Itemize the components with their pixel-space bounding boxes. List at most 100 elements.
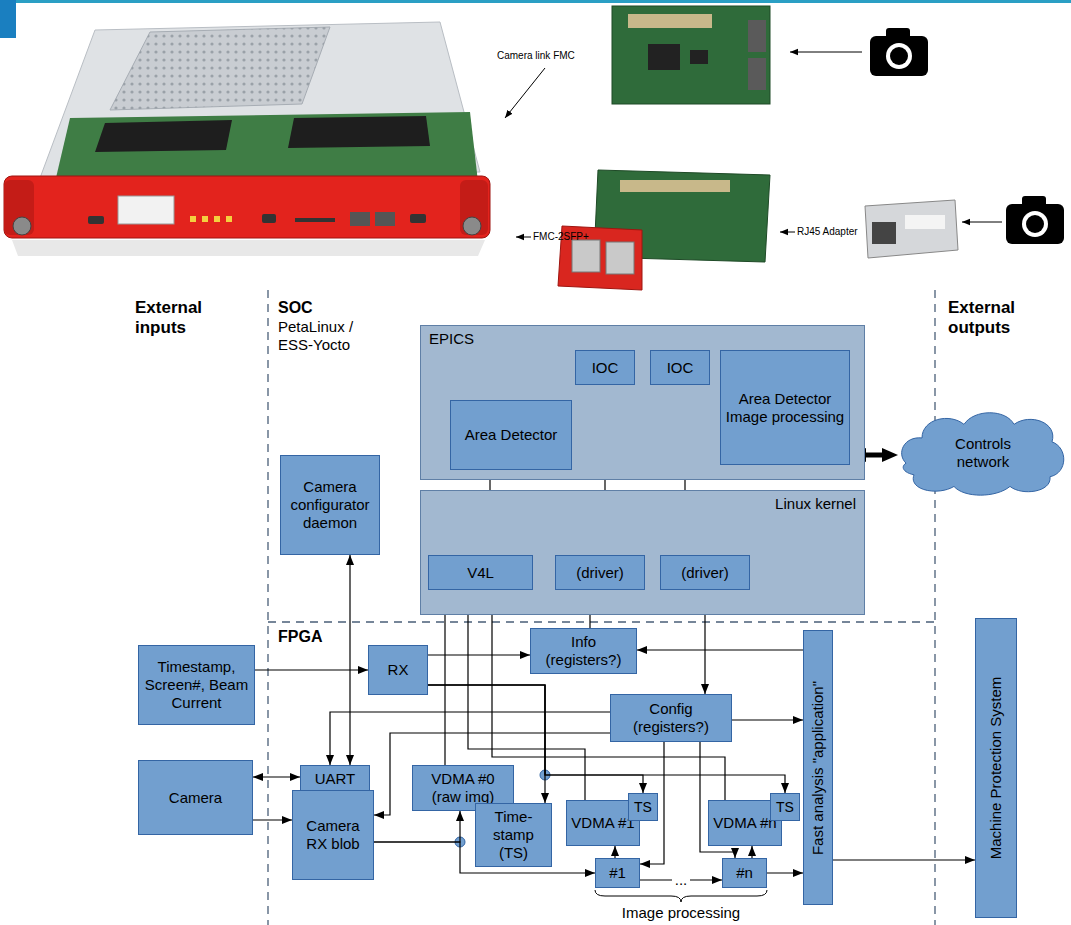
pcb <box>55 112 478 182</box>
node-text: Area Detector Image processing <box>725 390 845 426</box>
node-text: V4L <box>467 564 494 582</box>
leader-arrow <box>780 232 795 233</box>
camera-icon <box>870 28 928 76</box>
ioc-box: IOC <box>650 350 710 385</box>
cloud-shape <box>902 413 1064 495</box>
fpga-block: Camera RX blob <box>292 790 374 880</box>
board-shadow <box>12 240 485 256</box>
camera-body <box>870 36 928 76</box>
node-text: Timestamp, Screen#, Beam Current <box>143 658 250 712</box>
fmc-card <box>612 6 770 104</box>
connector-arrow <box>444 590 445 765</box>
node-text: Area Detector <box>465 426 558 444</box>
leader-arrow <box>516 237 531 238</box>
sfp-port <box>375 212 395 226</box>
process-box: Area Detector Image processing <box>720 350 850 465</box>
led <box>190 216 196 222</box>
band-title: Linux kernel <box>429 495 856 513</box>
input-box: Timestamp, Screen#, Beam Current <box>138 645 255 725</box>
fmc-connector <box>620 180 730 192</box>
rj45-port <box>872 222 896 244</box>
sfp-cage <box>572 240 600 272</box>
chip <box>690 50 708 64</box>
connector-arrow <box>349 555 350 765</box>
node-text: Camera configurator daemon <box>285 478 375 532</box>
camera-icon <box>1006 196 1064 244</box>
node-text: #1 <box>609 864 626 882</box>
usb-port <box>410 214 426 223</box>
network-cloud: Controls network <box>898 405 1068 500</box>
heatsink <box>110 27 330 110</box>
camera-link-fmc-photo <box>612 6 770 104</box>
heatsink-fins <box>110 27 330 110</box>
fpga-block: Time-stamp (TS) <box>475 803 552 867</box>
label-holder: PetaLinux / ESS-Yocto <box>278 318 378 354</box>
module-label <box>905 215 945 229</box>
process-box: Area Detector <box>450 400 572 470</box>
sfp-module <box>865 200 958 258</box>
panel-handle <box>460 180 488 235</box>
node-text: Machine Protection System <box>987 677 1005 860</box>
node-text: Info (registers?) <box>535 633 632 669</box>
label-holder: External inputs <box>135 298 230 338</box>
label-holder: Image processing <box>606 904 756 922</box>
sfp-rj45-module-photo <box>865 200 958 258</box>
processing-stage: #1 <box>595 858 640 888</box>
node-text: Camera RX blob <box>297 817 369 853</box>
node-text: RX <box>388 661 409 679</box>
system-bar: Machine Protection System <box>975 618 1017 918</box>
process-box: Camera configurator daemon <box>280 455 380 555</box>
part-label: FMC-2SFP+ <box>533 231 603 243</box>
sfp-cage <box>606 242 634 274</box>
camera-lens <box>1026 215 1044 233</box>
camera-lens-ring <box>886 43 912 69</box>
node-text: Controls network <box>933 435 1033 471</box>
slide-corner-block <box>0 0 16 38</box>
part-label: RJ45 Adapter <box>797 226 877 238</box>
node-text: TS <box>634 798 652 816</box>
connector-arrow <box>253 776 300 777</box>
connector-arrow <box>637 649 803 650</box>
label-holder: FPGA <box>278 627 338 646</box>
label-holder: Camera link FMC <box>497 50 587 62</box>
node-text: (driver) <box>681 564 729 582</box>
node-text: IOC <box>667 359 694 377</box>
region-heading: External inputs <box>135 298 230 338</box>
thick-double-arrow <box>864 453 884 458</box>
label-holder: SOC <box>278 298 338 317</box>
camera-lens-ring <box>1022 211 1048 237</box>
node-text: VDMA #n <box>713 814 776 832</box>
connector-arrow <box>732 719 803 720</box>
node-text: IOC <box>592 359 619 377</box>
input-box: Camera <box>138 760 253 835</box>
label-holder: ... <box>665 871 697 889</box>
panel-sticker <box>118 196 174 224</box>
node-text: TS <box>776 798 794 816</box>
node-text: Config (registers?) <box>615 700 727 736</box>
connector-arrow <box>614 846 615 858</box>
usb-port <box>88 216 104 224</box>
connector-arrow <box>833 859 975 860</box>
processing-stage: #n <box>722 858 767 888</box>
fmc-connector <box>628 14 712 28</box>
chip <box>648 44 680 70</box>
kernel-layer-band: Linux kernelV4L (driver) (driver) <box>420 490 865 615</box>
led <box>226 216 232 222</box>
node-text: UART <box>315 770 356 788</box>
software-layer-band: EPICS IOC IOC Area Detector Area Detector Im… <box>420 325 865 480</box>
node-text: Fast analysis "application" <box>809 680 827 854</box>
region-divider <box>934 290 935 925</box>
band-title: EPICS <box>429 330 856 348</box>
driver-box: (driver) <box>555 555 645 590</box>
panel-handle <box>4 180 34 235</box>
part-label: Camera link FMC <box>497 50 587 62</box>
fmc-connector <box>288 116 430 148</box>
region-divider <box>268 621 935 622</box>
driver-box: (driver) <box>660 555 750 590</box>
node-text: Camera <box>169 789 222 807</box>
ioc-box: IOC <box>575 350 635 385</box>
front-panel <box>4 176 490 238</box>
node-text: VDMA #1 <box>571 814 634 832</box>
node-text: VDMA #0 (raw img) <box>417 770 509 806</box>
